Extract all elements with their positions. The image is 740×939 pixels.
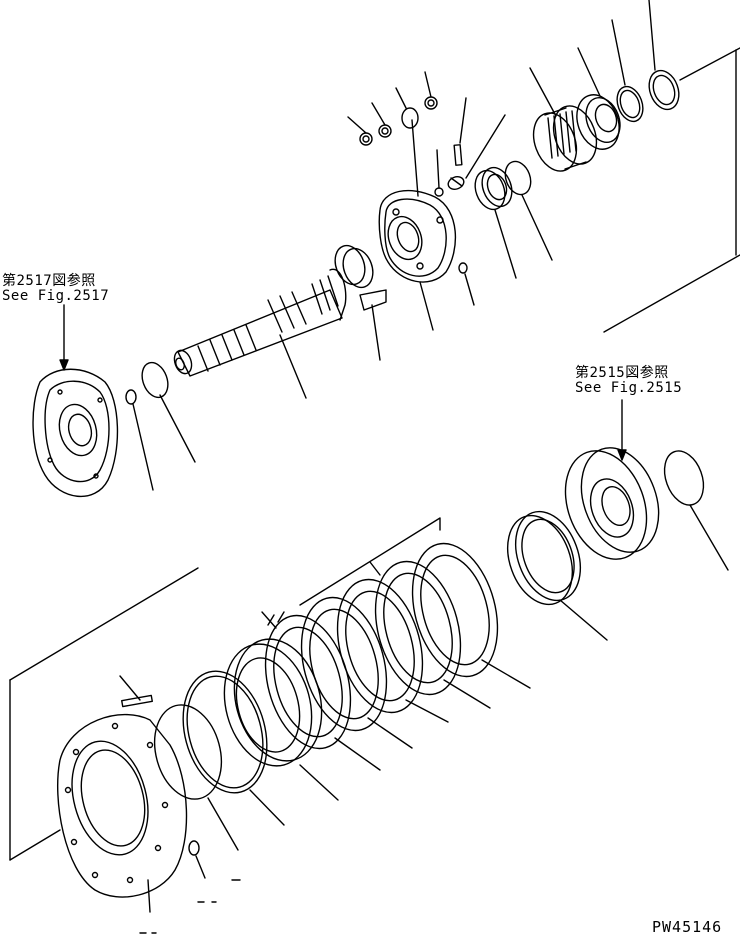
see-fig-2517-jp: 第2517図参照 xyxy=(2,273,96,289)
snap-ring-left xyxy=(125,361,196,491)
snap-ring-right xyxy=(663,450,729,571)
upper-frame-lines xyxy=(603,47,740,333)
clutch-hub xyxy=(507,510,608,641)
input-shaft xyxy=(173,268,347,399)
cylinder-housing xyxy=(9,567,206,913)
collar xyxy=(465,114,517,279)
small-parts xyxy=(347,71,475,306)
snap-ring-2 xyxy=(611,19,644,123)
drawing-code: PW45146 xyxy=(652,918,723,936)
see-fig-2515-en: See Fig.2515 xyxy=(575,380,683,396)
carrier-housing xyxy=(378,119,457,331)
bearing xyxy=(576,47,621,150)
snap-ring-top xyxy=(648,0,680,111)
o-ring-pair xyxy=(334,244,387,361)
front-cover xyxy=(32,304,119,497)
leader-ticks xyxy=(139,879,241,934)
piston xyxy=(223,611,339,801)
seal-rings xyxy=(153,670,285,851)
roller-cage xyxy=(529,67,598,172)
see-fig-2517-en: See Fig.2517 xyxy=(2,288,110,304)
snap-ring-3 xyxy=(504,160,553,261)
clutch-plate-stack xyxy=(264,517,531,771)
clutch-drum xyxy=(564,399,660,560)
see-fig-2515-jp: 第2515図参照 xyxy=(575,365,669,381)
